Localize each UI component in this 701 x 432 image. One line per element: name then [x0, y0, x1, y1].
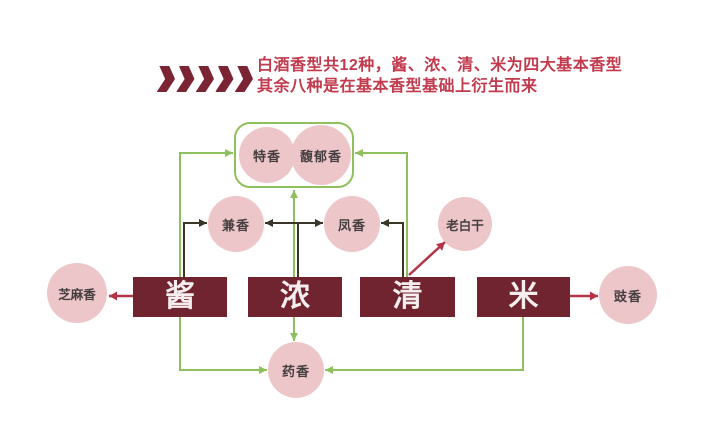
node-jianxiang: 兼香 [208, 196, 264, 252]
node-laobaigan: 老白干 [438, 197, 492, 251]
node-texiang: 特香 [239, 127, 295, 183]
edge-qing-to-fengxiang [381, 219, 404, 277]
edge-qing-to-laobaigan [408, 241, 446, 276]
node-zhimaxiang: 芝麻香 [47, 263, 107, 323]
header-caption-line2: 其余八种是在基本香型基础上衍生而来 [257, 78, 538, 95]
base-box-jiang: 酱 [133, 277, 227, 317]
node-fengxiang: 凤香 [324, 196, 380, 252]
edge-jiang-to-group [179, 149, 233, 277]
node-yaoxiang: 药香 [268, 342, 324, 398]
header-caption: 白酒香型共12种，酱、浓、清、米为四大基本香型 其余八种是在基本香型基础上衍生而… [257, 55, 622, 97]
node-chixiang: 豉香 [599, 266, 657, 324]
base-box-mi: 米 [477, 277, 570, 317]
node-fuyuxiang: 馥郁香 [291, 125, 351, 185]
base-box-nong: 浓 [248, 277, 342, 317]
edge-jiang-to-yaoxiang [179, 317, 267, 374]
edge-qing-to-group [355, 149, 408, 277]
header-caption-line1: 白酒香型共12种，酱、浓、清、米为四大基本香型 [257, 57, 623, 74]
edge-mi-to-yaoxiang [325, 317, 524, 374]
base-box-qing: 清 [360, 277, 455, 317]
edge-jiang-to-jianxiang [183, 219, 207, 277]
